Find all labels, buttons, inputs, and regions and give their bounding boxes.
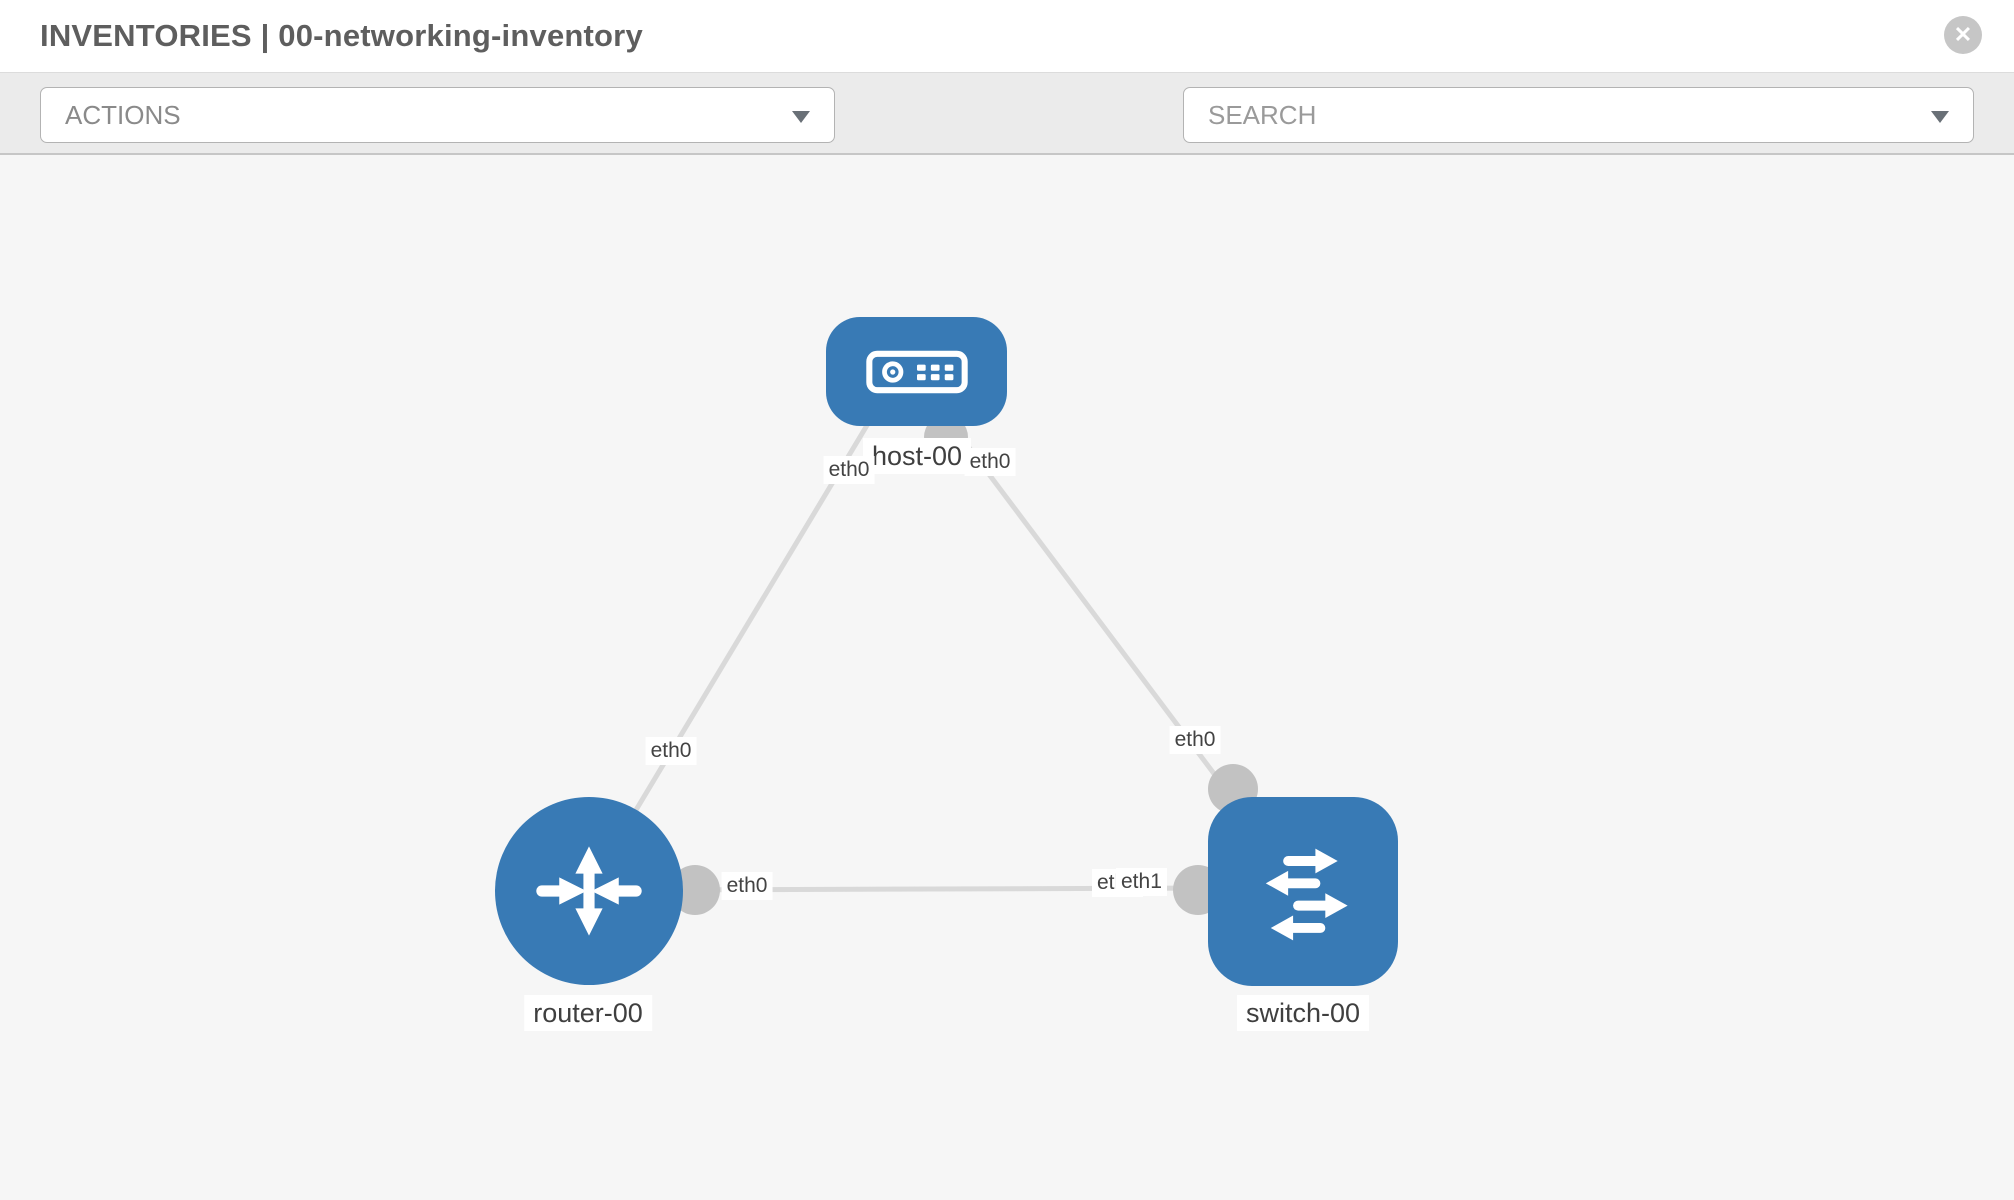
caret-down-icon <box>1931 111 1949 123</box>
node-router-00[interactable] <box>495 797 683 985</box>
interface-label-switch-eth1: eth1 <box>1116 868 1167 896</box>
search-placeholder: SEARCH <box>1208 99 1317 130</box>
router-arrows-icon <box>536 846 642 936</box>
page-header: INVENTORIES | 00-networking-inventory ✕ <box>0 0 2014 72</box>
switch-arrows-icon <box>1265 848 1348 940</box>
node-switch-00[interactable] <box>1208 797 1398 986</box>
link-layer <box>627 415 1258 915</box>
page-title: INVENTORIES | 00-networking-inventory <box>40 18 643 53</box>
server-icon <box>865 350 968 393</box>
toolbar: ACTIONS SEARCH <box>0 72 2014 208</box>
interface-label-switch-eth0-top: eth0 <box>1169 726 1221 754</box>
node-label-switch-00: switch-00 <box>1236 995 1370 1031</box>
interface-label-router-eth0-right: eth0 <box>721 872 773 900</box>
interface-label-host-eth0-right: eth0 <box>964 448 1016 476</box>
topology-canvas[interactable]: host-00 router-00 switch-00 eth0 eth0 et… <box>0 155 2014 1200</box>
node-host-00[interactable] <box>826 317 1007 426</box>
actions-dropdown-label: ACTIONS <box>65 99 181 130</box>
interface-label-host-eth0-left: eth0 <box>823 456 875 484</box>
node-label-host-00: host-00 <box>862 438 972 474</box>
close-button[interactable]: ✕ <box>1944 16 1982 54</box>
endpoint-router-right <box>670 865 720 915</box>
actions-dropdown[interactable]: ACTIONS <box>40 87 835 143</box>
node-label-router-00: router-00 <box>524 995 652 1031</box>
close-icon: ✕ <box>1953 22 1973 47</box>
search-dropdown[interactable]: SEARCH <box>1183 87 1974 143</box>
interface-label-router-eth0-top: eth0 <box>645 737 697 765</box>
caret-down-icon <box>792 111 810 123</box>
